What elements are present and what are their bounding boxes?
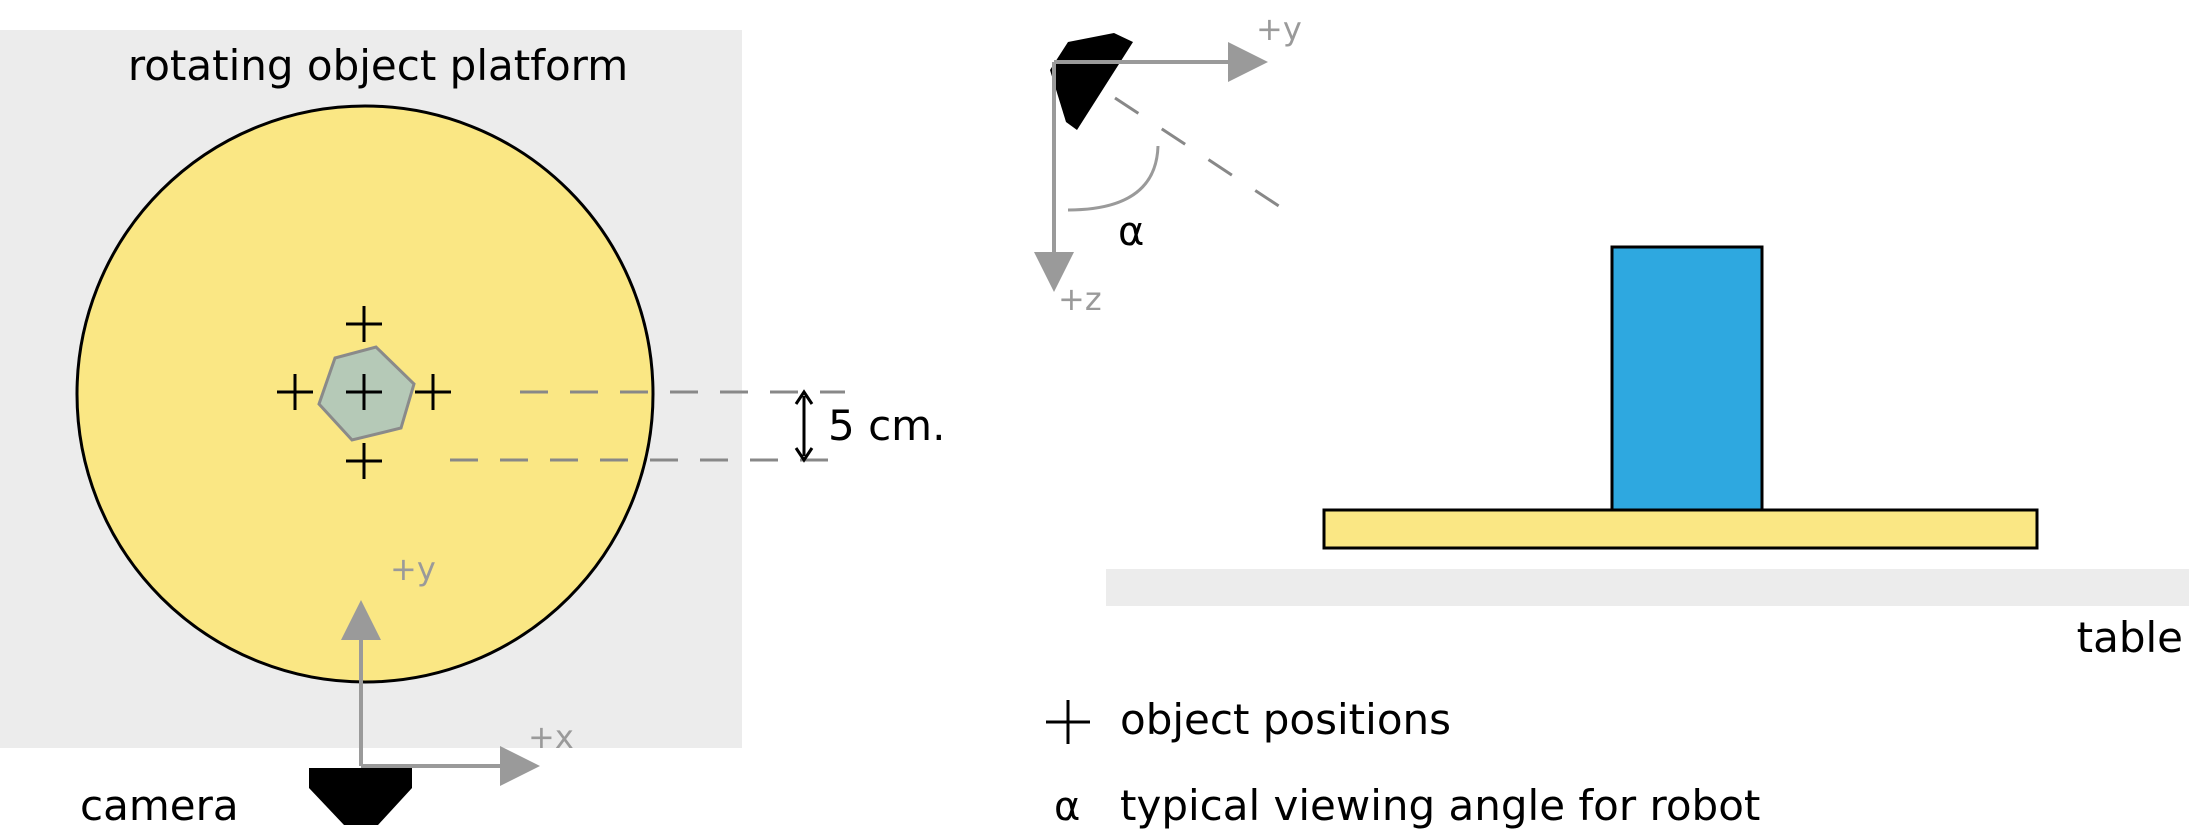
- legend-alpha-symbol: α: [1054, 784, 1080, 830]
- object-position-marker: [277, 374, 313, 410]
- legend-item-label: typical viewing angle for robot: [1120, 781, 1760, 830]
- table-label: table: [2077, 613, 2183, 662]
- top-view: rotating object platform 5 cm.: [0, 30, 945, 830]
- side-view: +y +z α table: [1034, 10, 2189, 662]
- camera-icon: [309, 768, 412, 825]
- camera-label: camera: [80, 781, 239, 830]
- viewing-angle-arc: [1067, 145, 1160, 212]
- object-position-marker: [415, 374, 451, 410]
- object-side-view: [1610, 245, 1764, 512]
- object-position-marker: [346, 374, 382, 410]
- side-z-axis-label: +z: [1058, 280, 1102, 318]
- viewing-direction-line: [1114, 96, 1301, 222]
- measurement-label: 5 cm.: [828, 401, 945, 450]
- legend-item-label: object positions: [1120, 695, 1451, 744]
- legend-cross-icon: [1046, 700, 1090, 744]
- side-y-axis-label: +y: [1256, 10, 1302, 48]
- robot-camera-icon: [1050, 33, 1133, 130]
- measurement-arrow: [794, 389, 814, 463]
- platform-side-view: [1322, 508, 2039, 550]
- y-axis-label: +y: [390, 550, 436, 588]
- table-surface: [1106, 569, 2189, 606]
- angle-label: α: [1118, 209, 1144, 255]
- object-position-marker: [346, 443, 382, 479]
- legend: object positions α typical viewing angle…: [1046, 695, 1760, 830]
- platform-title: rotating object platform: [128, 41, 628, 90]
- x-axis-label: +x: [528, 718, 574, 756]
- object-position-marker: [346, 306, 382, 342]
